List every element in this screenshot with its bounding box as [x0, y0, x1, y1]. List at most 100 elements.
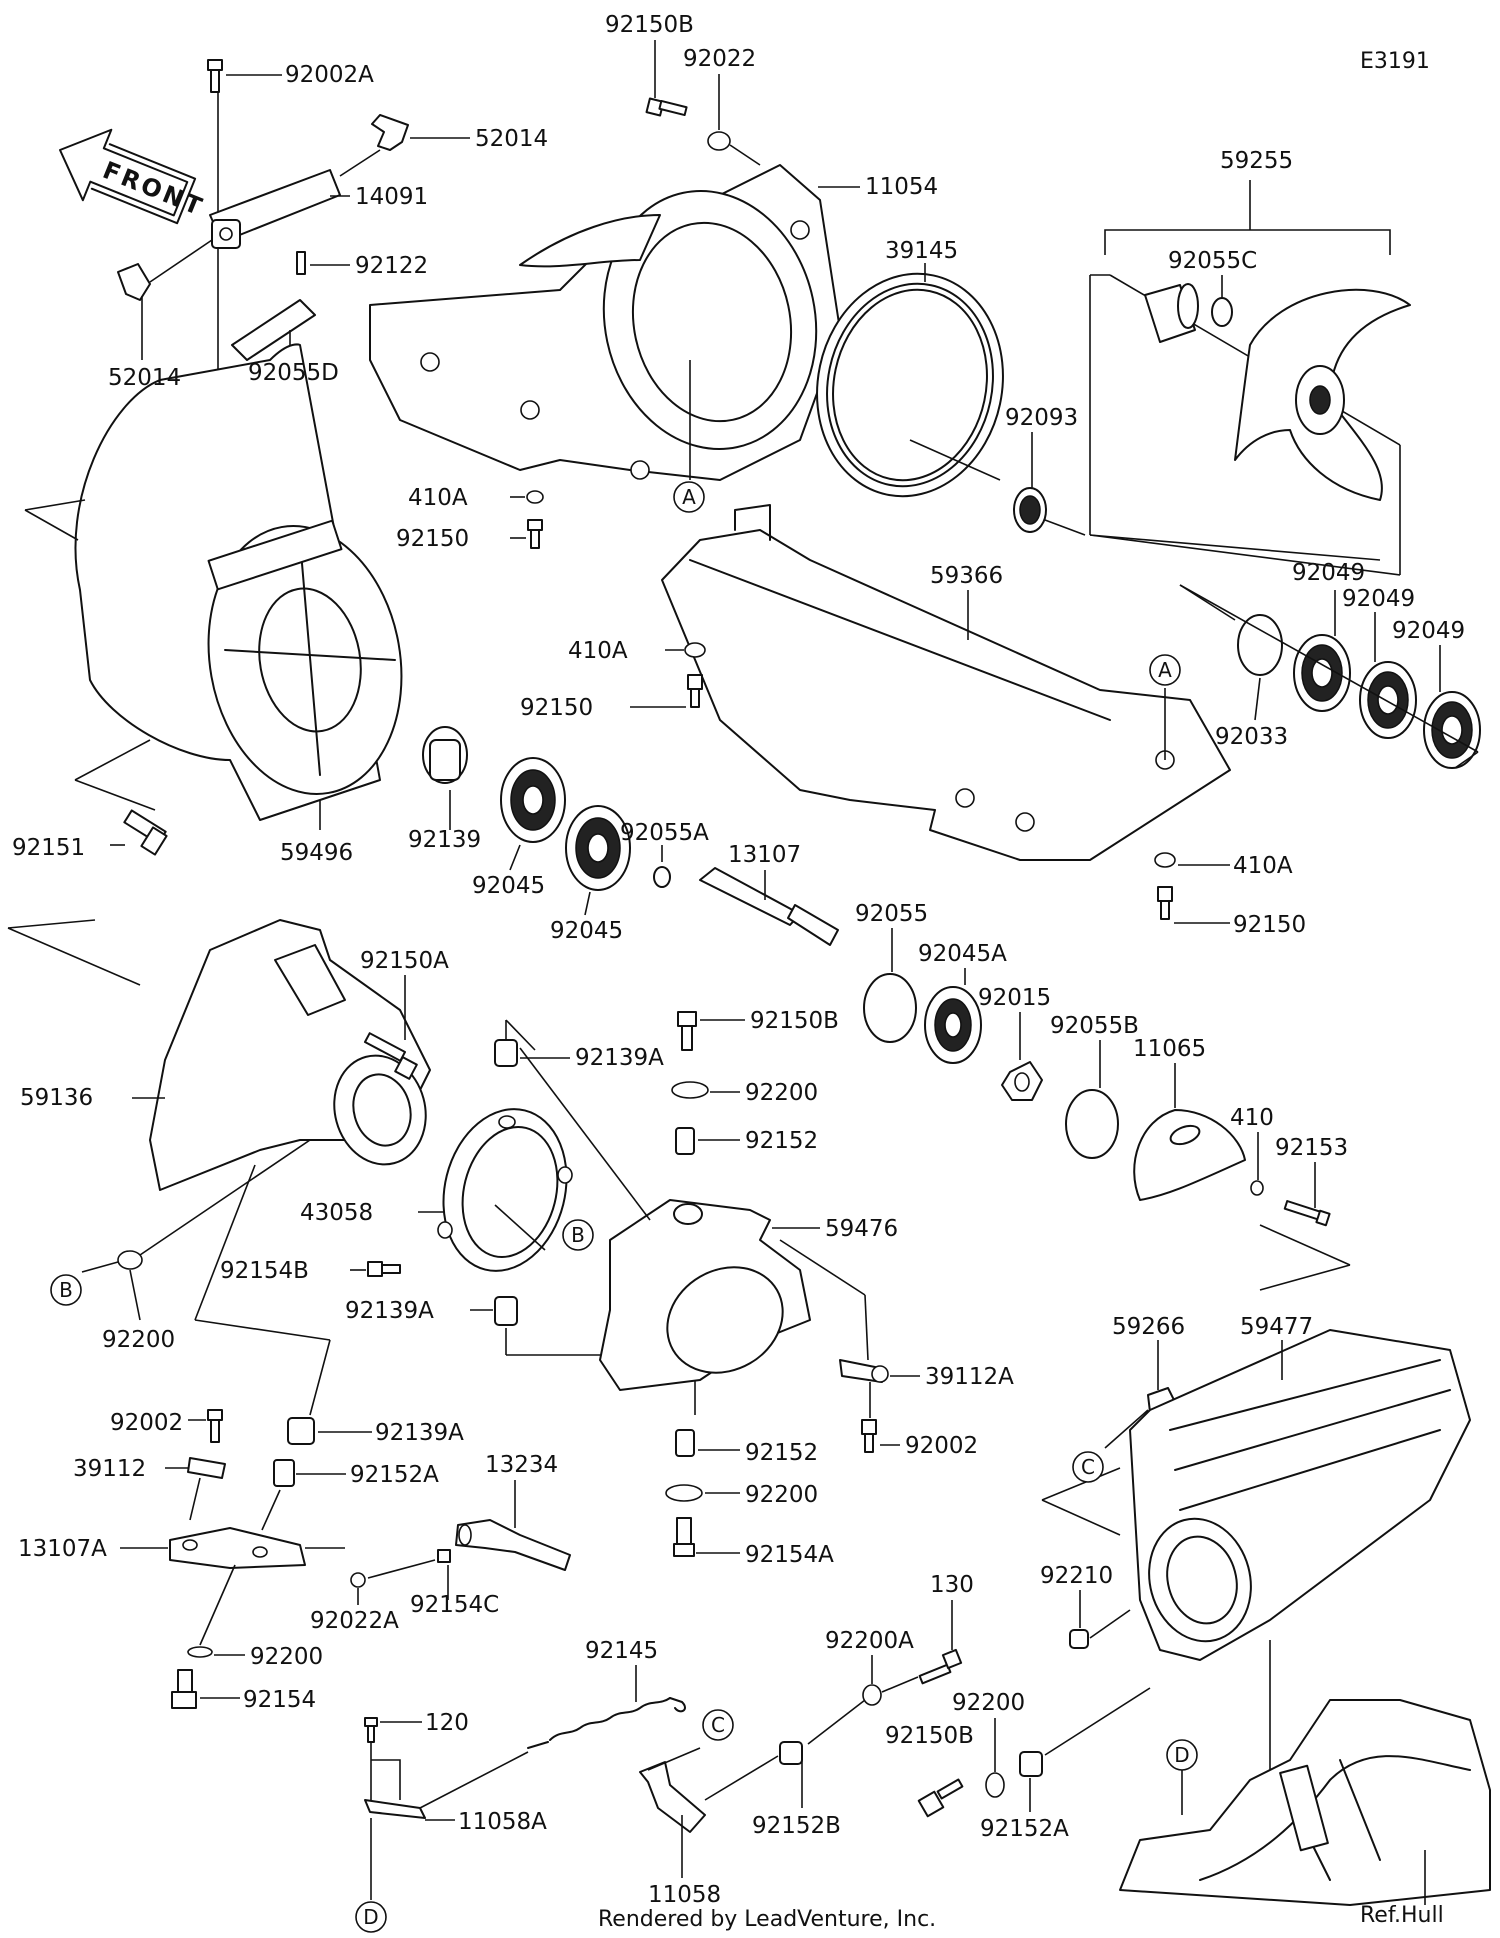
bolt-icon: [861, 1419, 877, 1453]
wear-ring-icon: [816, 272, 1004, 498]
part-label: 59476: [825, 1216, 898, 1242]
part-label: 92200A: [825, 1628, 914, 1654]
pump-housing-icon: [74, 343, 403, 821]
bolt-icon: [123, 809, 168, 856]
sleeve-icon: [1144, 283, 1199, 343]
part-label: 92153: [1275, 1135, 1348, 1161]
part-label: 92049: [1342, 586, 1415, 612]
bushing-icon: [287, 1417, 315, 1445]
part-label: 39112: [73, 1456, 146, 1482]
lever-arm-icon: [839, 1359, 889, 1383]
lever-arm-icon: [187, 1457, 226, 1479]
bolt-icon: [363, 1032, 418, 1080]
part-label: 410: [1230, 1105, 1274, 1131]
o-ring-icon: [863, 973, 917, 1043]
part-label: 52014: [475, 126, 548, 152]
bolt-icon: [645, 97, 688, 117]
washer-icon: [1250, 1180, 1264, 1196]
part-label: 92151: [12, 835, 85, 861]
part-label: 92154B: [220, 1258, 309, 1284]
ref-circle-c-right: C: [1072, 1451, 1104, 1483]
washer-icon: [671, 1081, 709, 1099]
svg-text:D: D: [363, 1905, 378, 1929]
part-label: 43058: [300, 1200, 373, 1226]
ref-circle-d-lower-left: D: [355, 1901, 387, 1933]
part-label: 92139A: [345, 1298, 434, 1324]
bushing-icon: [494, 1039, 518, 1067]
part-label: 92045: [472, 873, 545, 899]
svg-text:A: A: [1158, 658, 1172, 682]
seal-icon: [1013, 487, 1047, 533]
part-label: 92045A: [918, 941, 1007, 967]
part-label: 130: [930, 1572, 974, 1598]
washer-icon: [684, 642, 706, 658]
impeller-icon: [1234, 288, 1411, 501]
part-label: 92022A: [310, 1608, 399, 1634]
bracket-icon: [364, 1799, 426, 1819]
part-label: 13234: [485, 1452, 558, 1478]
pump-cover-icon: [1129, 1329, 1471, 1661]
washer-icon: [985, 1772, 1005, 1798]
front-arrow: FRONT: [59, 128, 208, 225]
part-label: 92055C: [1168, 248, 1257, 274]
part-label: 39145: [885, 238, 958, 264]
bolt-icon: [1157, 886, 1173, 920]
part-label: 92200: [952, 1690, 1025, 1716]
collar-icon: [675, 1127, 695, 1155]
part-label: 92152: [745, 1128, 818, 1154]
part-label: 92145: [585, 1638, 658, 1664]
part-label: 410A: [568, 638, 628, 664]
bearing-icon: [500, 757, 566, 843]
part-label: 92150: [396, 526, 469, 552]
spring-icon: [527, 1697, 686, 1749]
part-label: 92210: [1040, 1563, 1113, 1589]
collar-icon: [779, 1741, 803, 1765]
svg-text:B: B: [571, 1223, 585, 1247]
part-label: 59496: [280, 840, 353, 866]
part-label: 92045: [550, 918, 623, 944]
bushing-icon: [494, 1296, 518, 1326]
steering-lever-icon: [169, 1527, 306, 1569]
collar-icon: [1019, 1751, 1043, 1777]
part-label: 92002A: [285, 62, 374, 88]
part-label: 11054: [865, 174, 938, 200]
part-label: 92200: [250, 1644, 323, 1670]
pin-icon: [296, 251, 306, 275]
part-label: 92093: [1005, 405, 1078, 431]
svg-text:C: C: [1081, 1455, 1095, 1479]
bolt-icon: [687, 674, 703, 708]
tube-14091-icon: [209, 169, 341, 249]
part-label: 92139A: [375, 1420, 464, 1446]
part-label: 11065: [1133, 1036, 1206, 1062]
ref-circle-d-hull: D: [1166, 1739, 1198, 1771]
cable-joint-icon: [455, 1519, 571, 1571]
part-label: 92033: [1215, 724, 1288, 750]
part-label: 92055A: [620, 820, 709, 846]
part-label: 92049: [1292, 560, 1365, 586]
bearing-icon: [924, 986, 982, 1064]
bolt-icon: [917, 1778, 964, 1818]
o-ring-icon: [1211, 297, 1233, 327]
part-label: 59366: [930, 563, 1003, 589]
elbow-fitting-icon: [117, 114, 409, 301]
part-label: 92002: [110, 1410, 183, 1436]
part-label: 92154A: [745, 1542, 834, 1568]
bolt-icon: [527, 519, 543, 549]
part-label: 92152A: [350, 1462, 439, 1488]
part-label: 92150B: [605, 12, 694, 38]
part-label: 92055: [855, 901, 928, 927]
ref-circle-b-left: B: [50, 1274, 82, 1306]
part-label: 92055B: [1050, 1013, 1139, 1039]
washer-icon: [187, 1646, 213, 1658]
part-label: 92154C: [410, 1592, 499, 1618]
nut-icon: [1001, 1061, 1043, 1101]
screw-icon: [1283, 1200, 1331, 1227]
ref-circle-a-top: A: [673, 481, 705, 513]
part-label: 92200: [745, 1080, 818, 1106]
part-label: 92154: [243, 1687, 316, 1713]
part-label: 59255: [1220, 148, 1293, 174]
part-labels: 92150B 92022 92002A 52014 14091 92122 52…: [12, 12, 1465, 1908]
bolt-icon: [171, 1669, 197, 1709]
part-label: 59266: [1112, 1314, 1185, 1340]
washer-icon: [665, 1484, 703, 1502]
